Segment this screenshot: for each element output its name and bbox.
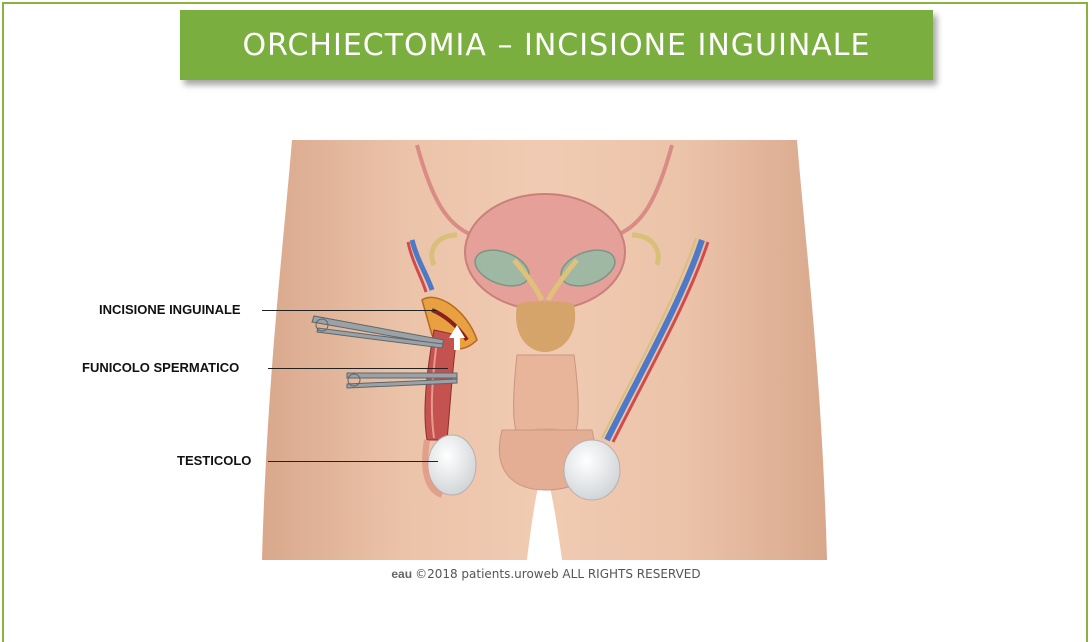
slide-title: ORCHIECTOMIA – INCISIONE INGUINALE [243, 28, 871, 63]
label-incision: INCISIONE INGUINALE [99, 302, 241, 317]
title-banner: ORCHIECTOMIA – INCISIONE INGUINALE [180, 10, 933, 80]
penis [514, 355, 579, 440]
copyright-footer: eau©2018 patients.uroweb ALL RIGHTS RESE… [0, 567, 1092, 581]
leader-line-cord [268, 368, 448, 369]
anatomy-illustration [262, 140, 827, 560]
label-cord: FUNICOLO SPERMATICO [82, 360, 239, 375]
left-testicle [428, 435, 476, 495]
copyright-text: ©2018 patients.uroweb ALL RIGHTS RESERVE… [415, 567, 701, 581]
leader-line-incision [262, 310, 437, 311]
label-testicle: TESTICOLO [177, 453, 251, 468]
right-testicle [564, 440, 620, 500]
eau-logo: eau [391, 567, 412, 581]
leader-line-testicle [268, 461, 438, 462]
